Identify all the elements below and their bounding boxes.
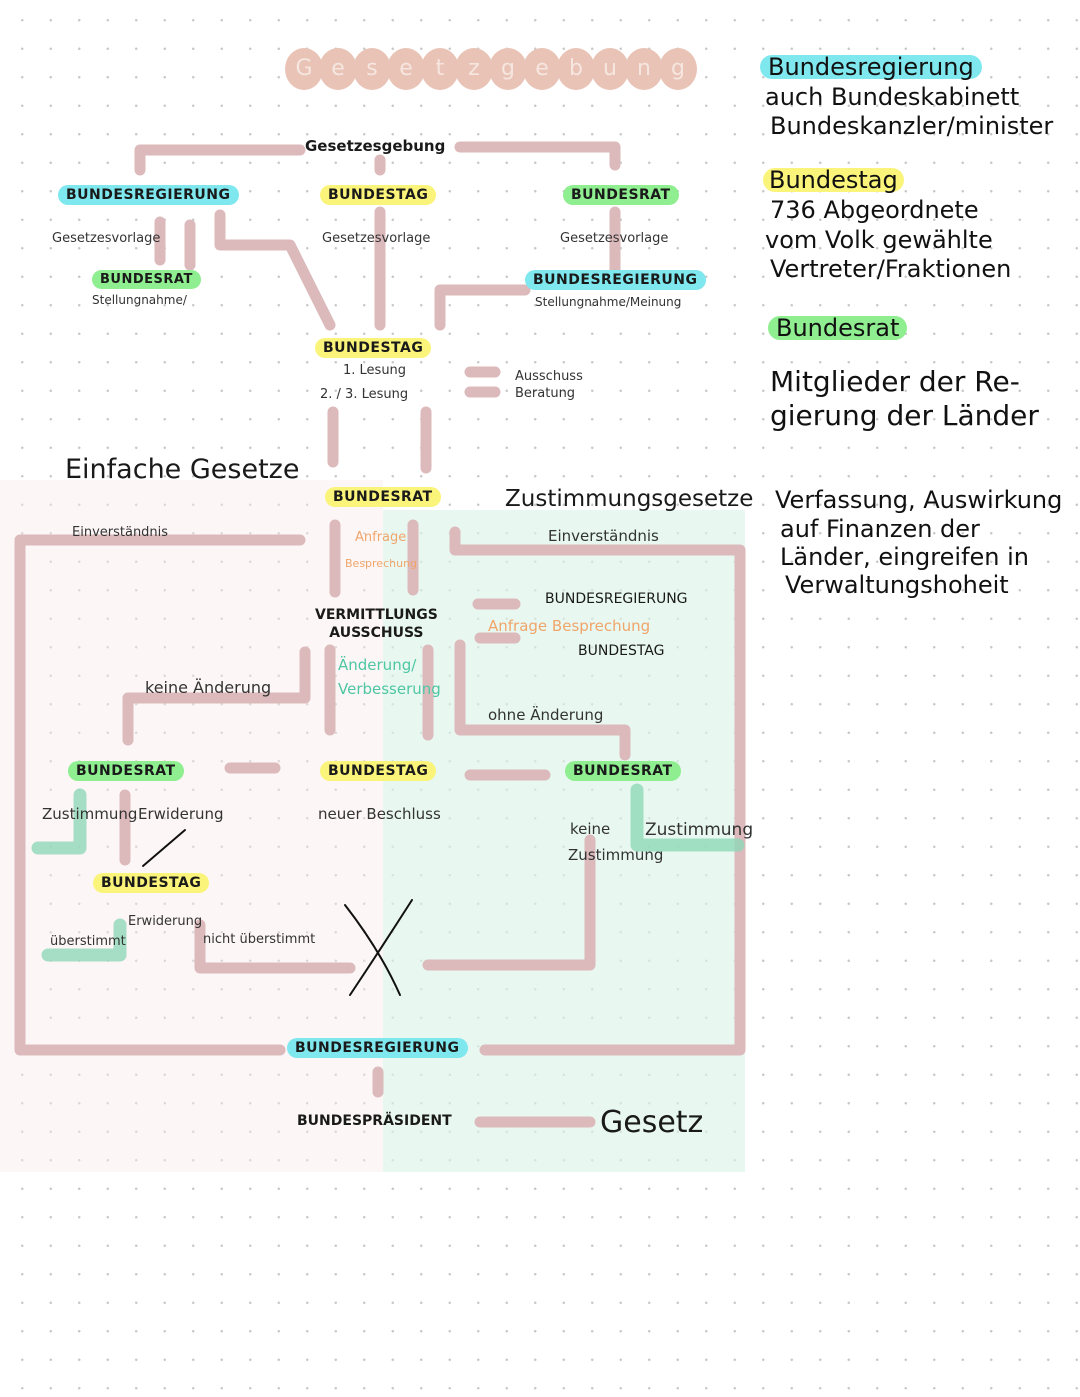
connector	[372, 1066, 596, 1128]
node-bundestag-low: BUNDESTAG	[93, 873, 210, 893]
node-vermittlungsausschuss: VERMITTLUNGS AUSSCHUSS	[315, 606, 438, 642]
connector	[472, 598, 521, 644]
node-bundesrat-main: BUNDESRAT	[325, 487, 441, 507]
note-text: auf Finanzen der	[780, 515, 980, 543]
connector	[224, 762, 551, 781]
connector	[454, 639, 631, 761]
cross-mark	[344, 899, 413, 996]
label: Beratung	[515, 386, 576, 401]
connector	[327, 406, 432, 474]
legend-bundestag: Bundestag	[763, 168, 904, 192]
connector	[122, 646, 311, 746]
label: nicht überstimmt	[203, 932, 316, 947]
label: Anfrage Besprechung	[488, 617, 651, 635]
label: Zustimmung	[645, 820, 754, 840]
title-letter: e	[523, 48, 561, 90]
label: Zustimmung	[568, 846, 664, 864]
title-letter: z	[455, 48, 493, 90]
node-bundestag-main: BUNDESTAG	[315, 338, 432, 358]
connector	[214, 209, 336, 331]
node-bundespraesident: BUNDESPRÄSIDENT	[297, 1113, 452, 1129]
label: Gesetzesvorlage	[322, 231, 431, 246]
label: Gesetzesvorlage	[52, 231, 161, 246]
node-bundesregierung: BUNDESREGIERUNG	[58, 185, 239, 205]
label: Erwiderung	[138, 805, 224, 823]
label: keine	[570, 820, 611, 838]
legend-text: Bundeskanzler/minister	[770, 112, 1054, 140]
connector	[422, 834, 596, 971]
node-bundesrat-sub: BUNDESRAT	[92, 270, 201, 289]
label: 2. / 3. Lesung	[320, 387, 409, 402]
einfache-heading: Einfache Gesetze	[65, 454, 300, 485]
strike-line	[142, 829, 186, 867]
node-bundesregierung-final: BUNDESREGIERUNG	[287, 1038, 468, 1058]
label: Änderung/	[338, 656, 417, 674]
node-bundesrat: BUNDESRAT	[563, 185, 679, 205]
title-letter: t	[421, 48, 459, 90]
label: Besprechung	[345, 557, 418, 570]
title-letter: b	[557, 48, 595, 90]
connector	[434, 206, 621, 331]
node-bundesrat-left: BUNDESRAT	[68, 761, 184, 781]
root-label: Gesetzesgebung	[305, 137, 446, 155]
connector	[154, 216, 196, 271]
title-letter: g	[489, 48, 527, 90]
title-letter: e	[319, 48, 357, 90]
title-letter: n	[625, 48, 663, 90]
label: Einverständnis	[72, 525, 169, 540]
zustimmung-highlight-right	[630, 783, 745, 852]
zustimmung-heading: Zustimmungsgesetze	[505, 486, 754, 512]
title-letter: s	[353, 48, 391, 90]
legend-bundesrat: Bundesrat	[768, 316, 908, 340]
label: Zustimmung	[42, 805, 138, 823]
note-text: Verfassung, Auswirkung	[775, 486, 1063, 514]
connector	[329, 519, 419, 598]
legend-text: gierung der Länder	[770, 399, 1039, 432]
node-bundesrat-right: BUNDESRAT	[565, 761, 681, 781]
node-bundestag-mid: BUNDESTAG	[320, 761, 437, 781]
label: 1. Lesung	[343, 363, 407, 378]
label: Einverständnis	[548, 527, 659, 545]
title-letter: u	[591, 48, 629, 90]
legend-text: vom Volk gewählte	[765, 226, 993, 254]
connector	[14, 534, 306, 1056]
note-text: Verwaltungshoheit	[785, 571, 1009, 599]
label: überstimmt	[50, 934, 126, 949]
title-letter: g	[659, 48, 697, 90]
label: ohne Änderung	[488, 706, 604, 724]
label: Stellungnahme/Meinung	[535, 295, 682, 309]
node-bundestag: BUNDESTAG	[320, 185, 437, 205]
legend-text: Mitglieder der Re-	[770, 365, 1020, 398]
label: Verbesserung	[338, 680, 441, 698]
label: Ausschuss	[515, 369, 583, 384]
label: AUSSCHUSS	[329, 625, 424, 642]
label: Gesetzesvorlage	[560, 231, 669, 246]
gesetz-label: Gesetz	[600, 1105, 704, 1140]
label: VERMITTLUNGS	[315, 607, 438, 623]
legend-text: auch Bundeskabinett	[765, 83, 1020, 111]
label: Anfrage	[355, 530, 407, 545]
legend-bundesregierung: Bundesregierung	[760, 55, 982, 79]
label: Erwiderung	[128, 914, 203, 929]
zustimmung-highlight-left	[31, 788, 87, 855]
label: Stellungnahme/	[92, 293, 187, 307]
note-text: Länder, eingreifen in	[780, 543, 1029, 571]
node-bundesregierung-sub: BUNDESREGIERUNG	[525, 270, 706, 290]
label: BUNDESTAG	[578, 643, 665, 659]
title-letter: G	[285, 48, 323, 90]
label: BUNDESREGIERUNG	[545, 591, 688, 607]
connector	[449, 526, 746, 1056]
connector	[464, 366, 501, 398]
label: neuer Beschluss	[318, 805, 441, 823]
connector	[324, 644, 434, 741]
connector	[134, 141, 621, 176]
title-letter: e	[387, 48, 425, 90]
legend-text: 736 Abgeordnete	[770, 196, 979, 224]
connector	[194, 919, 356, 974]
legend-text: Vertreter/Fraktionen	[770, 255, 1012, 283]
ueberstimmt-highlight	[41, 918, 127, 962]
label: keine Änderung	[145, 678, 272, 697]
